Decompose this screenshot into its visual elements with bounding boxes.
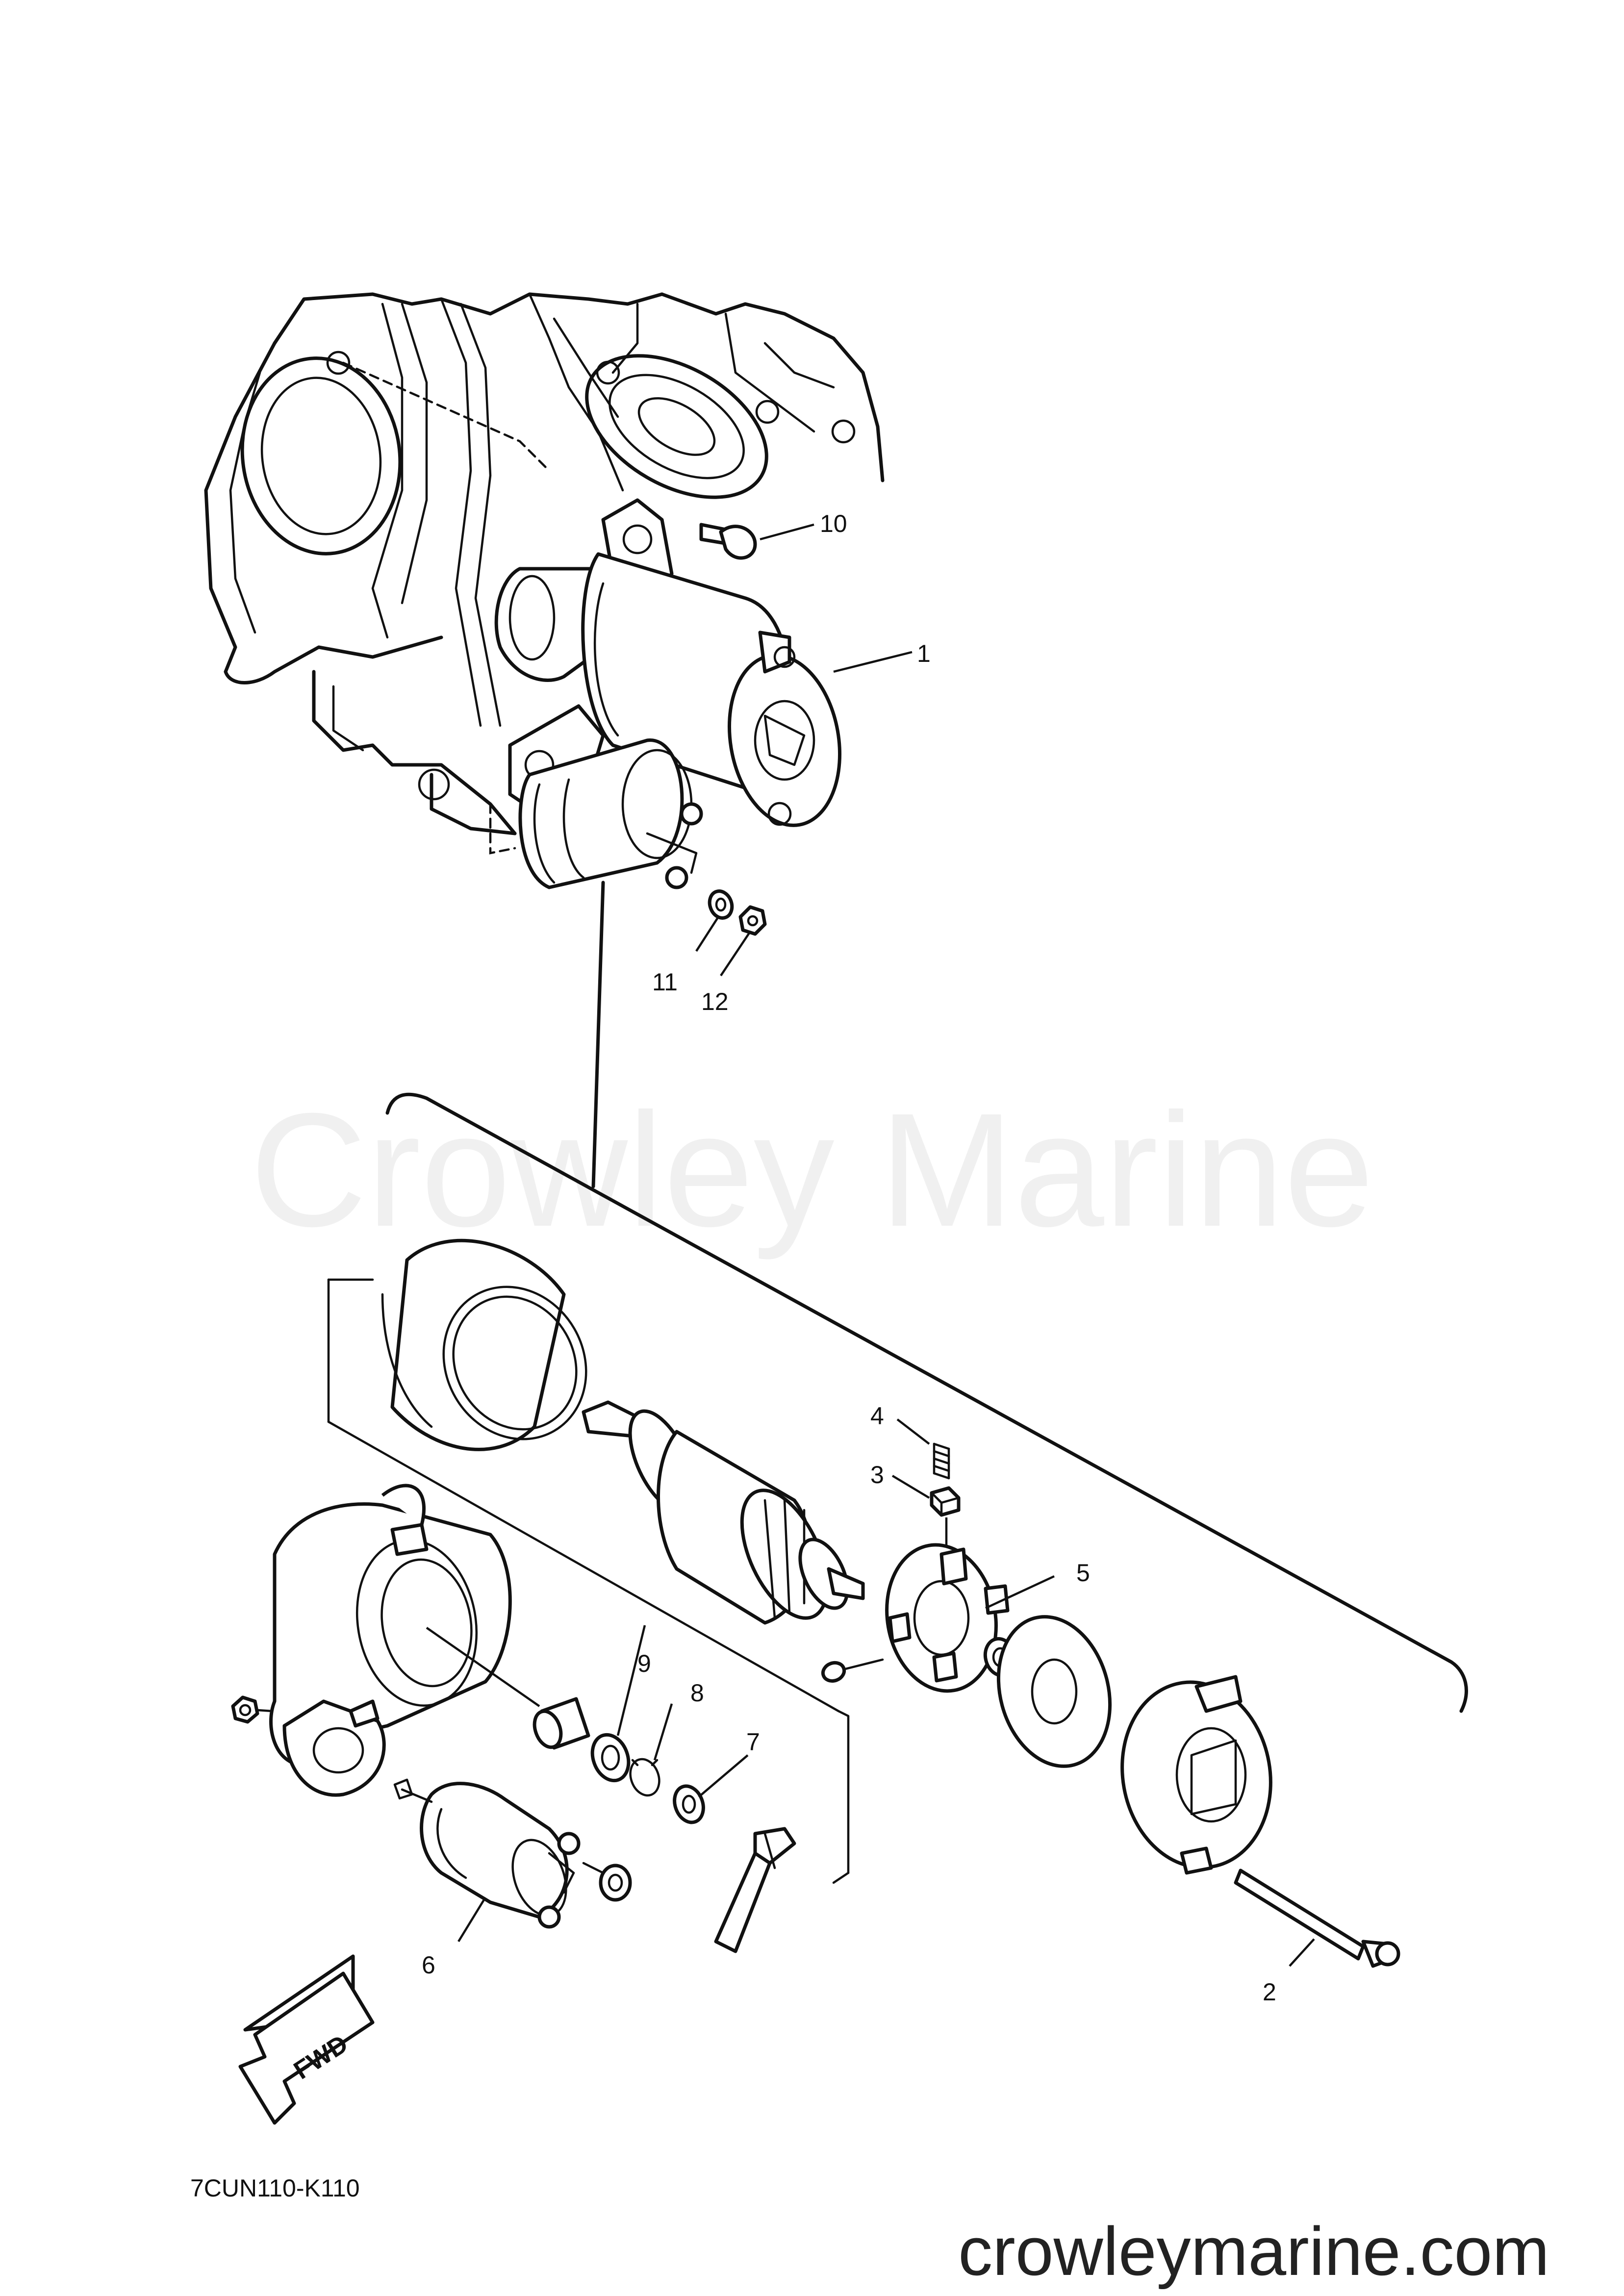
front-housing [269, 1484, 512, 1797]
callout-8: 8 [690, 1679, 704, 1707]
fwd-arrow-icon: FWD [238, 1954, 375, 2125]
callout-5: 5 [1076, 1559, 1090, 1587]
bolt-10 [699, 523, 757, 560]
circlip-8 [629, 1758, 660, 1797]
brush-spring-4 [933, 1442, 950, 1480]
brush-3 [930, 1486, 961, 1517]
callout-4: 4 [870, 1402, 884, 1430]
parts-group-enclosure [327, 1278, 850, 1884]
lock-washer-11 [708, 889, 734, 920]
callout-leaders [457, 523, 1315, 1967]
rear-cover [1120, 1675, 1272, 1875]
armature [582, 1400, 865, 1625]
website-text: crowleymarine.com [958, 2213, 1549, 2290]
callout-1: 1 [917, 640, 931, 667]
terminal-ring [821, 1658, 884, 1683]
drawing-code: 7CUN110-K110 [190, 2174, 360, 2202]
solenoid [393, 1778, 581, 1929]
rear-washer [996, 1615, 1112, 1768]
engine-block-outline [204, 292, 885, 855]
nut-12 [738, 905, 767, 936]
callout-9: 9 [637, 1650, 651, 1677]
through-bolt-2 [1234, 1868, 1400, 1968]
bushing [426, 1627, 590, 1750]
washer-9 [590, 1733, 631, 1783]
watermark-text: Crowley Marine [250, 1079, 1374, 1261]
callout-10: 10 [820, 510, 847, 537]
exploded-view-bracket [385, 1092, 1468, 1713]
motor-yoke [381, 1238, 587, 1451]
shift-lever [714, 1827, 796, 1953]
callout-7: 7 [746, 1728, 760, 1756]
callout-11: 11 [652, 968, 678, 996]
callout-3: 3 [870, 1461, 884, 1489]
callout-6: 6 [422, 1951, 435, 1979]
solenoid-nut [582, 1862, 632, 1902]
washer-7 [673, 1784, 705, 1824]
flange-nut [231, 1695, 274, 1724]
callout-12: 12 [701, 988, 729, 1015]
callout-2: 2 [1263, 1978, 1276, 2006]
starter-motor-assembled [494, 498, 842, 889]
brush-holder-5 [885, 1543, 1010, 1693]
assembly-link-line [591, 881, 605, 1188]
